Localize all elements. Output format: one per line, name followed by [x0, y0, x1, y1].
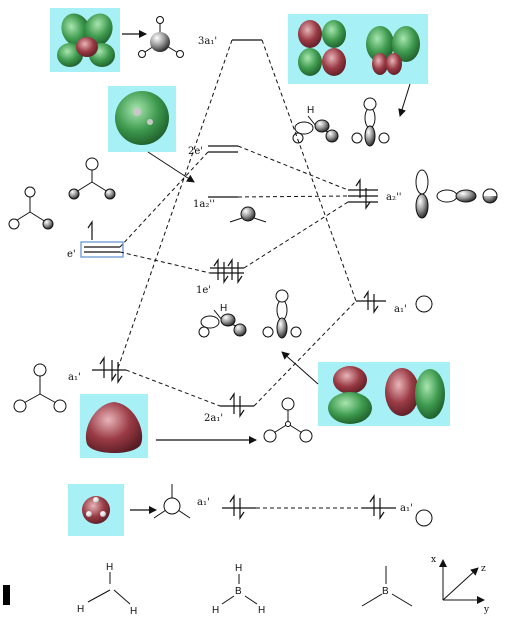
borane-H-top: H [235, 563, 242, 574]
arrow-1a2-to-level [147, 151, 195, 183]
structure-borane: H B H H [212, 563, 265, 616]
orbital-H-label-upper: H [307, 105, 314, 116]
structure-bottom-B: B [361, 566, 413, 607]
energy-levels [84, 39, 396, 509]
sketch-2a1-fragment [263, 397, 313, 443]
arrow-1e-to-orbitals [281, 351, 319, 385]
sketch-core-fragment [153, 484, 191, 519]
methyl-H-left: H [77, 604, 84, 615]
structure-methyl: H H H [77, 562, 137, 617]
level-label-1e: 1e' [196, 285, 211, 296]
sketch-2e-p-orbitals: H [292, 97, 390, 147]
borane-H-right: H [258, 605, 265, 616]
right-label-a1-prime: a₁' [394, 304, 407, 315]
left-edge-marker [3, 585, 10, 605]
sketch-a2pp-orbitals [415, 169, 498, 219]
right-label-a2pp: a₂'' [386, 192, 401, 203]
level-label-3a1: 3a₁' [198, 36, 217, 47]
sketch-a1-left-fragment [13, 363, 67, 413]
borane-B: B [235, 586, 242, 597]
right-label-a1-core: a₁' [400, 503, 413, 514]
sketch-right-s-orbital-2 [415, 509, 433, 527]
orbital-panel-core-sphere [68, 484, 124, 536]
axis-label-x: x [431, 555, 436, 565]
orbital-panel-2a1-sphere [80, 394, 148, 458]
sketch-3a1-ball [138, 16, 184, 58]
methyl-H-right: H [130, 606, 137, 617]
orbital-panel-3a1-lobes [50, 8, 120, 72]
electrons [87, 178, 385, 520]
sketch-1a2-pz [229, 206, 267, 223]
level-label-core: a₁' [197, 497, 210, 508]
bottom-B-atom: B [382, 586, 389, 597]
coordinate-axes: x y z [431, 555, 490, 615]
level-label-2e: 2e' [188, 146, 203, 157]
selection-box-e-prime [80, 241, 124, 258]
methyl-H-top: H [106, 562, 113, 573]
orbital-H-label-lower: H [220, 303, 227, 314]
arrow-2e-to-orbitals [398, 83, 411, 117]
sketch-right-s-orbital-1 [415, 295, 433, 313]
axis-label-z: z [481, 564, 486, 574]
left-label-a1-prime: a₁' [68, 372, 81, 383]
sketch-1e-p-orbitals: H [198, 289, 302, 339]
sketch-left-fragment-1 [8, 186, 54, 230]
orbital-panel-1a2-sphere [108, 86, 176, 152]
orbital-panel-2e-lobes [288, 14, 428, 84]
orbital-panel-1e-lobes [318, 362, 450, 426]
left-label-e-prime: e' [67, 249, 76, 260]
axis-label-y: y [483, 605, 490, 615]
correlation-lines [117, 39, 362, 509]
borane-H-left: H [212, 605, 219, 616]
sketch-left-fragment-2 [68, 157, 116, 200]
level-label-1a2: 1a₂'' [193, 199, 215, 210]
level-label-2a1: 2a₁' [204, 413, 223, 424]
